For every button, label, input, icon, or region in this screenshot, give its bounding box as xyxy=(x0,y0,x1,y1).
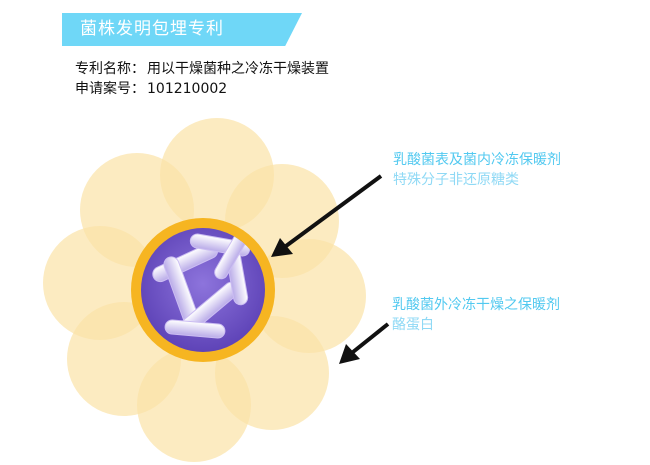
callout-heading: 乳酸菌表及菌内冷冻保暖剂 xyxy=(393,152,561,168)
patent-name-label: 专利名称： xyxy=(75,61,145,77)
callout-subtext: 酪蛋白 xyxy=(392,317,434,333)
bacteria-rod xyxy=(164,319,226,339)
arrow-2 xyxy=(339,322,390,364)
callout-inner-protectant: 乳酸菌表及菌内冷冻保暖剂 特殊分子非还原糖类 xyxy=(393,150,561,190)
arrow-1 xyxy=(271,174,383,257)
patent-number-value: 101210002 xyxy=(147,81,228,97)
callout-heading: 乳酸菌外冷冻干燥之保暖剂 xyxy=(392,297,560,313)
patent-name-value: 用以干燥菌种之冷冻干燥装置 xyxy=(147,61,329,77)
patent-name-line: 专利名称：用以干燥菌种之冷冻干燥装置 xyxy=(75,60,329,78)
title-banner xyxy=(62,13,302,46)
callout-outer-protectant: 乳酸菌外冷冻干燥之保暖剂 酪蛋白 xyxy=(392,295,560,335)
callout-subtext: 特殊分子非还原糖类 xyxy=(393,172,519,188)
banner-title: 菌株发明包埋专利 xyxy=(80,19,224,39)
patent-number-line: 申请案号：101210002 xyxy=(75,80,227,98)
patent-number-label: 申请案号： xyxy=(75,81,145,97)
bacteria-rods xyxy=(152,233,251,339)
